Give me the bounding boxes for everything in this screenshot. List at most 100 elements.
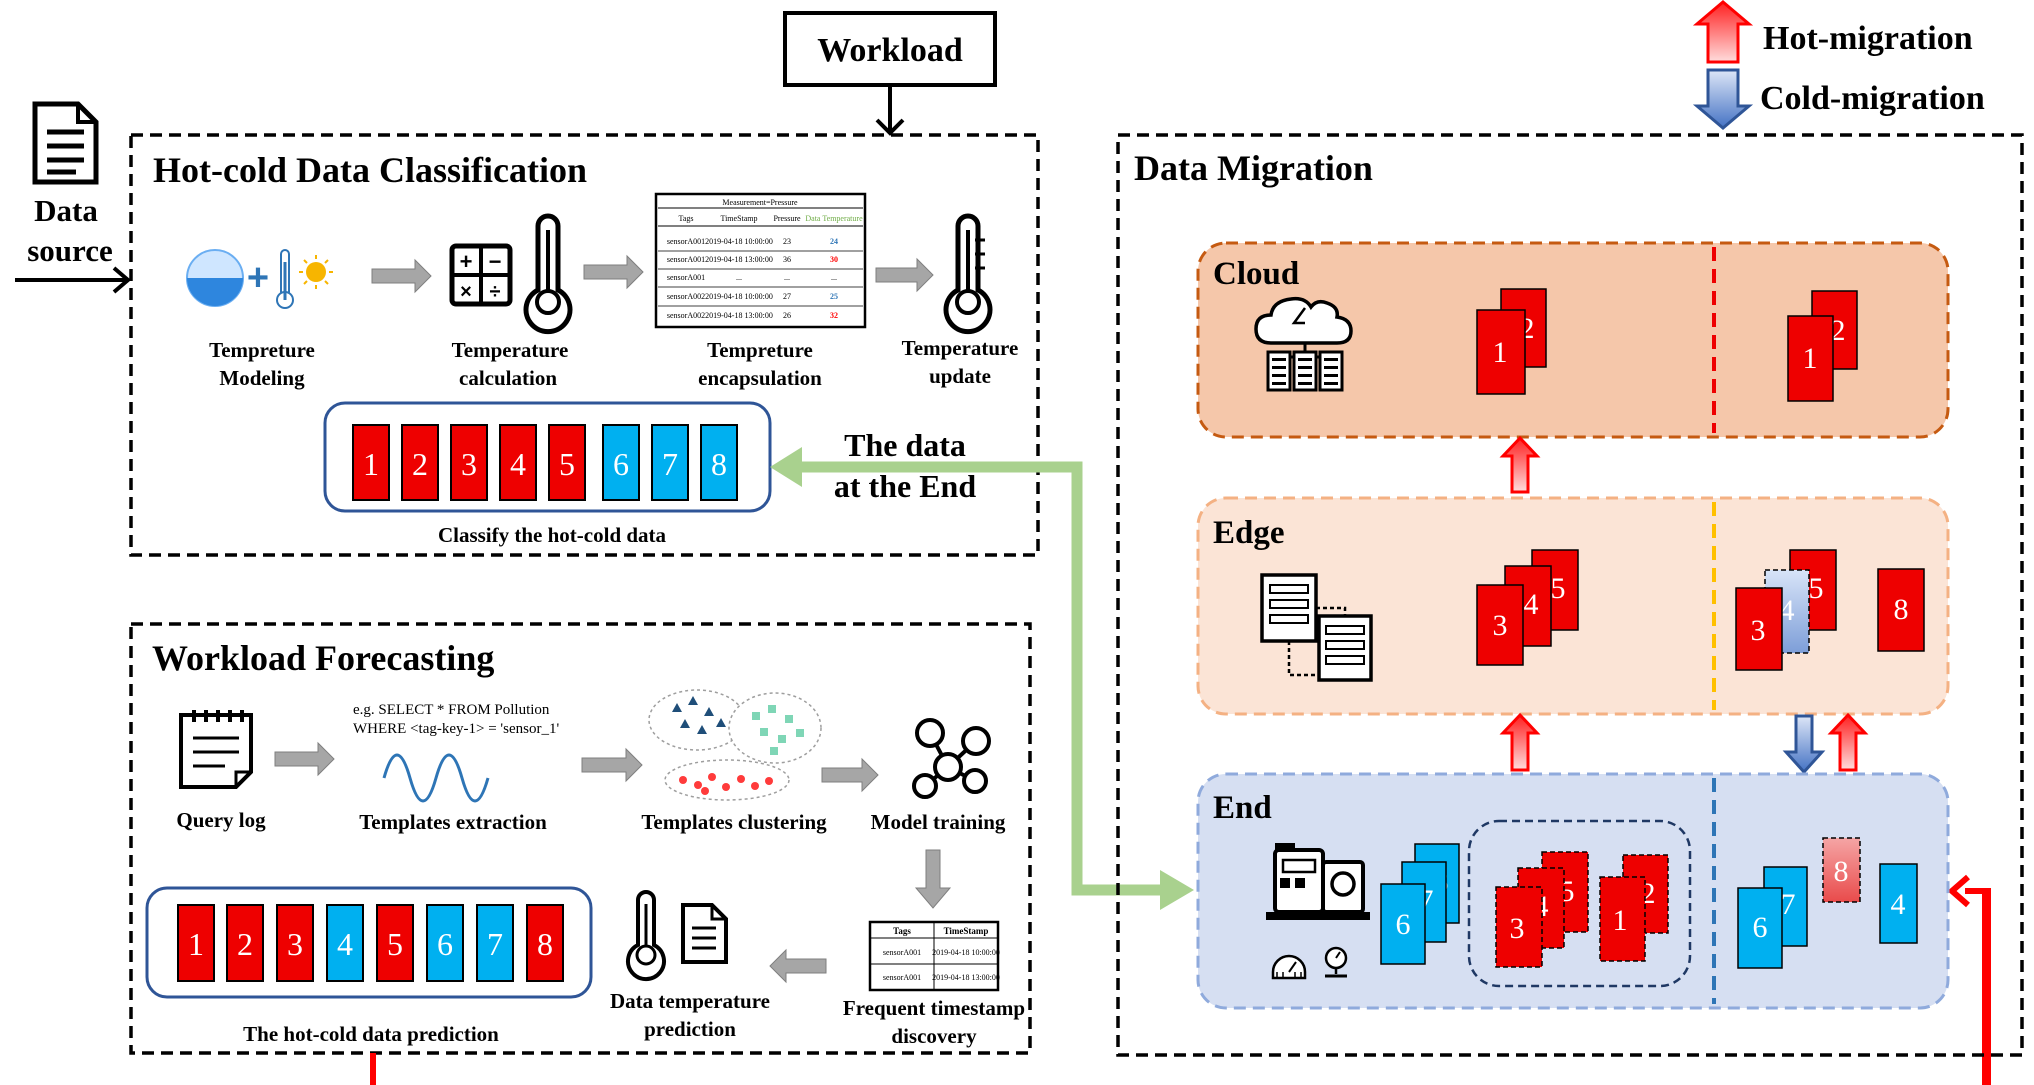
svg-text:3: 3	[1510, 912, 1525, 945]
table-row: sensorA001 2019-04-18 13:00:00	[883, 973, 1000, 982]
svg-text:30: 30	[830, 255, 838, 264]
svg-text:5: 5	[1551, 572, 1566, 605]
svg-text:6: 6	[1753, 911, 1768, 944]
svg-text:sensorA001: sensorA001	[667, 237, 705, 246]
block-7: 7	[476, 904, 514, 982]
svg-text:source: source	[27, 233, 113, 268]
classified-blocks: 1 2 3 4 5 6 7 8	[352, 424, 738, 501]
end-migrated-blocks: 7 6 8 4	[1737, 837, 1918, 969]
svg-text:Tempreture: Tempreture	[707, 338, 813, 362]
svg-text:8: 8	[1834, 855, 1849, 888]
svg-text:3: 3	[1751, 614, 1766, 647]
svg-text:3: 3	[461, 446, 477, 482]
block-5: 5	[548, 424, 586, 501]
cold-migration-label: Cold-migration	[1760, 80, 1985, 117]
document-prediction-icon	[681, 903, 728, 964]
block-3: 3	[1476, 584, 1524, 666]
svg-text:sensorA001: sensorA001	[883, 948, 921, 957]
svg-text:The hot-cold data prediction: The hot-cold data prediction	[243, 1022, 499, 1046]
edge-blocks-migrated: 5 4 3 8	[1735, 549, 1925, 671]
svg-text:Tempreture: Tempreture	[209, 338, 315, 362]
svg-text:4: 4	[1891, 888, 1906, 921]
svg-text:sensorA001: sensorA001	[667, 273, 705, 282]
cloud-server-icon	[1254, 296, 1353, 392]
table-row: sensorA002 2019-04-18 13:00:00 26 32	[667, 311, 838, 320]
block-2: 2	[226, 904, 264, 982]
svg-text:Tags: Tags	[679, 214, 694, 223]
block-3: 3	[1735, 587, 1783, 671]
svg-text:2019-04-18 13:00:00: 2019-04-18 13:00:00	[932, 973, 1000, 982]
svg-text:32: 32	[830, 311, 838, 320]
thermometer-icon	[523, 213, 573, 335]
block-1: 1	[1787, 315, 1834, 402]
svg-text:Temperature: Temperature	[452, 338, 569, 362]
svg-text:2019-04-18 13:00:00: 2019-04-18 13:00:00	[705, 311, 773, 320]
svg-text:Templates clustering: Templates clustering	[641, 810, 827, 834]
svg-text:4: 4	[510, 446, 526, 482]
workload-node: Workload	[783, 11, 997, 136]
svg-text:3: 3	[287, 926, 303, 962]
svg-text:Temperature: Temperature	[902, 336, 1019, 360]
legend: Hot-migration Cold-migration	[1692, 0, 1985, 130]
svg-text:6: 6	[613, 446, 629, 482]
svg-text:Frequent timestamp: Frequent timestamp	[843, 996, 1025, 1020]
svg-text:7: 7	[662, 446, 678, 482]
svg-text:+: +	[247, 257, 269, 299]
table-row: sensorA001 2019-04-18 10:00:00	[883, 948, 1000, 957]
block-4: 4	[1879, 863, 1918, 944]
svg-text:27: 27	[783, 292, 791, 301]
block-1: 1	[352, 424, 390, 501]
classification-panel: Hot-cold Data Classification + Tempretur…	[129, 133, 1040, 557]
svg-text:sensorA001: sensorA001	[667, 255, 705, 264]
cloud-blocks-stored: 2 1	[1476, 288, 1547, 395]
svg-text:1: 1	[1613, 904, 1628, 937]
svg-text:...: ...	[831, 273, 837, 282]
calculator-icon: + − × ÷	[449, 243, 513, 307]
block-8: 8	[1877, 568, 1925, 652]
block-1: 1	[1599, 876, 1646, 962]
edge-server-icon	[1260, 573, 1373, 682]
block-4: 4	[326, 904, 364, 982]
block-1: 1	[1476, 309, 1526, 395]
svg-text:Classify the hot-cold data: Classify the hot-cold data	[438, 523, 667, 547]
tier-cloud-label: Cloud	[1213, 256, 1299, 292]
svg-text:2019-04-18 10:00:00: 2019-04-18 10:00:00	[705, 292, 773, 301]
block-3: 3	[276, 904, 314, 982]
end-cold-blocks: 8 7 6	[1380, 843, 1460, 965]
svg-text:23: 23	[783, 237, 791, 246]
svg-text:4: 4	[1780, 594, 1795, 627]
svg-text:8: 8	[537, 926, 553, 962]
end-device-icon	[1266, 843, 1370, 980]
svg-text:Query log: Query log	[176, 808, 266, 832]
prediction-feedback-arrow	[370, 874, 1991, 1085]
svg-text:2: 2	[412, 446, 428, 482]
svg-text:5: 5	[559, 446, 575, 482]
svg-text:5: 5	[1809, 572, 1824, 605]
block-3: 3	[450, 424, 488, 501]
svg-text:The data: The data	[844, 427, 966, 463]
svg-text:8: 8	[711, 446, 727, 482]
svg-text:prediction: prediction	[644, 1017, 736, 1041]
svg-text:Pressure: Pressure	[773, 214, 801, 223]
svg-text:Workload: Workload	[817, 32, 963, 69]
svg-text:TimeStamp: TimeStamp	[944, 926, 989, 936]
block-2: 2	[401, 424, 439, 501]
block-7: 7	[651, 424, 689, 501]
migration-panel: Data Migration Cloud 2 1 2 1	[1116, 133, 2024, 1057]
svg-text:+: +	[460, 249, 473, 274]
cold-migration-legend-icon	[1692, 68, 1754, 130]
svg-text:Measurement=Pressure: Measurement=Pressure	[722, 198, 798, 207]
sensor-icon	[1324, 946, 1348, 978]
svg-text:26: 26	[783, 311, 791, 320]
svg-text:sensorA002: sensorA002	[667, 292, 705, 301]
hot-migration-arrow	[1499, 712, 1541, 772]
hot-migration-legend-icon	[1692, 0, 1754, 64]
svg-text:2: 2	[1831, 314, 1846, 347]
svg-text:calculation: calculation	[459, 366, 557, 390]
hot-migration-label: Hot-migration	[1763, 20, 1973, 57]
svg-text:−: −	[489, 249, 502, 274]
block-6: 6	[426, 904, 464, 982]
svg-text:8: 8	[1894, 593, 1909, 626]
block-6: 6	[602, 424, 640, 501]
hot-migration-arrow	[1827, 712, 1869, 772]
